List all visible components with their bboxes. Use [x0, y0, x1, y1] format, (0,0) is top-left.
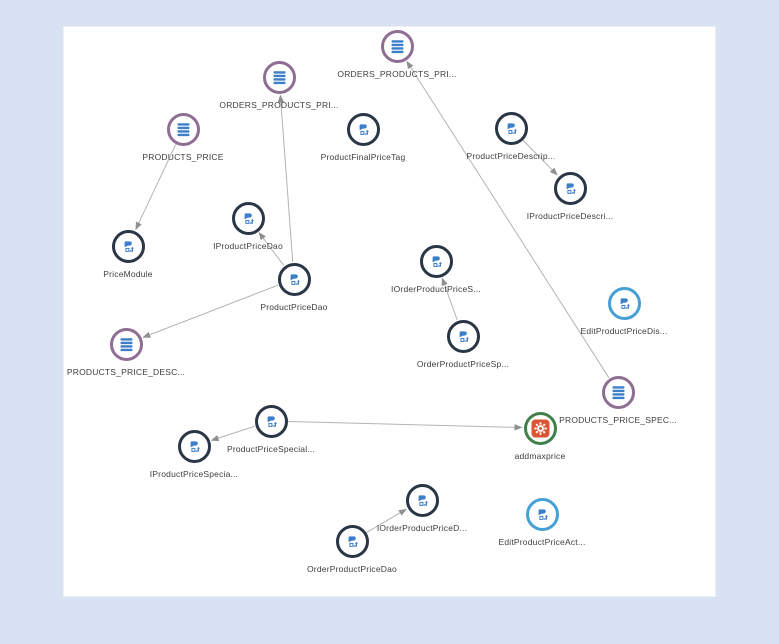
- graph-edge-product_price_special-to-iproduct_price_specia: [210, 425, 255, 442]
- graph-node-order_product_price_dao[interactable]: [335, 524, 369, 558]
- graph-node-products_price_spec[interactable]: [601, 375, 635, 409]
- class-icon: [455, 328, 472, 345]
- graph-edges-layer: [135, 60, 610, 533]
- graph-edge-product_price_dao-to-iproduct_price_dao: [258, 231, 285, 266]
- graph-edge-products_price_spec-to-orders_products_pri_1: [406, 60, 610, 378]
- graph-edge-products_price-to-price_module: [135, 144, 177, 231]
- graph-node-product_price_dao[interactable]: [277, 262, 311, 296]
- table-icon: [389, 38, 406, 55]
- graph-node-product_price_special[interactable]: [254, 404, 288, 438]
- graph-node-products_price_desc[interactable]: [109, 327, 143, 361]
- graph-edge-product_price_dao-to-orders_products_pri_2: [277, 94, 294, 263]
- graph-edge-product_price_descrip-to-iproduct_price_descri: [522, 139, 558, 176]
- graph-node-iorder_product_price_d[interactable]: [405, 483, 439, 517]
- table-icon: [118, 336, 135, 353]
- class-icon: [414, 492, 431, 509]
- class-icon: [534, 506, 551, 523]
- class-icon: [186, 438, 203, 455]
- graph-node-orders_products_pri_2[interactable]: [262, 60, 296, 94]
- graph-node-order_product_price_sp[interactable]: [446, 319, 480, 353]
- class-icon: [240, 210, 257, 227]
- graph-node-product_price_descrip[interactable]: [494, 111, 528, 145]
- class-icon: [355, 121, 372, 138]
- graph-node-edit_product_price_act[interactable]: [525, 497, 559, 531]
- graph-node-price_module[interactable]: [111, 229, 145, 263]
- class-icon: [286, 271, 303, 288]
- graph-node-iorder_product_price_s[interactable]: [419, 244, 453, 278]
- graph-edge-product_price_special-to-addmaxprice: [287, 420, 523, 431]
- class-icon: [562, 180, 579, 197]
- graph-edge-order_product_price_dao-to-iorder_product_price_d: [366, 508, 407, 533]
- graph-node-orders_products_pri_1[interactable]: [380, 29, 414, 63]
- class-icon: [263, 413, 280, 430]
- graph-node-products_price[interactable]: [166, 112, 200, 146]
- graph-node-iproduct_price_dao[interactable]: [231, 201, 265, 235]
- graph-node-iproduct_price_specia[interactable]: [177, 429, 211, 463]
- graph-edge-product_price_dao-to-products_price_desc: [142, 284, 279, 338]
- graph-node-iproduct_price_descri[interactable]: [553, 171, 587, 205]
- class-icon: [120, 238, 137, 255]
- table-icon: [175, 121, 192, 138]
- graph-node-addmaxprice[interactable]: [523, 411, 557, 445]
- dependency-graph-canvas[interactable]: ORDERS_PRODUCTS_PRI...ORDERS_PRODUCTS_PR…: [63, 26, 716, 597]
- graph-edge-order_product_price_sp-to-iorder_product_price_s: [441, 277, 458, 321]
- graph-node-product_final_price_tag[interactable]: [346, 112, 380, 146]
- table-icon: [271, 69, 288, 86]
- class-icon: [616, 295, 633, 312]
- table-icon: [610, 384, 627, 401]
- class-icon: [344, 533, 361, 550]
- gear-icon: [531, 419, 550, 438]
- class-icon: [503, 120, 520, 137]
- class-icon: [428, 253, 445, 270]
- graph-node-edit_product_price_dis[interactable]: [607, 286, 641, 320]
